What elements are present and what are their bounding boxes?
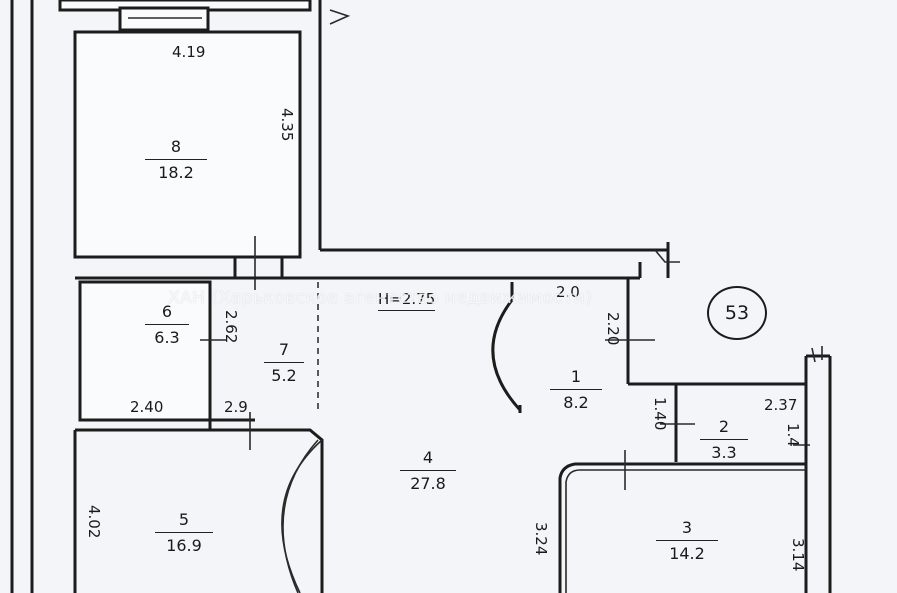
room-4-label: 4 27.8 [400,448,456,493]
dim-room6-height: 2.62 [222,310,240,344]
dim-room6-width: 2.40 [130,398,164,416]
dim-room1-width: 2.0 [556,283,580,301]
dim-room1-height: 2.20 [604,312,622,346]
room-5-label: 5 16.9 [155,510,213,555]
dim-room3-height-right: 3.14 [789,538,807,572]
room-1-number: 1 [550,367,602,390]
room-2-number: 2 [700,417,748,440]
room-4-area: 27.8 [410,474,446,493]
dim-room2-height-right: 1.4 [784,423,802,447]
dim-room7-width: 2.9 [224,398,248,416]
room-6-label: 6 6.3 [145,302,189,347]
apartment-number: 53 [724,302,750,324]
room-8-number: 8 [145,137,207,160]
dim-room8-width: 4.19 [172,43,206,61]
room-6-outline [78,280,212,422]
dim-room3-height-left: 3.24 [532,522,550,556]
room-2-label: 2 3.3 [700,417,748,462]
room-2-area: 3.3 [711,443,737,462]
room-6-number: 6 [145,302,189,325]
room-6-area: 6.3 [154,328,180,347]
apartment-number-circle: 53 [707,286,767,340]
room-7-label: 7 5.2 [264,340,304,385]
dim-room8-length: 4.35 [278,108,296,142]
dim-room2-width: 2.37 [764,396,798,414]
room-1-area: 8.2 [563,393,589,412]
dim-room5-height: 4.02 [85,505,103,539]
room-3-area: 14.2 [669,544,705,563]
room-5-number: 5 [155,510,213,533]
room-8-outline [73,30,302,259]
room-3-label: 3 14.2 [656,518,718,563]
room-8-area: 18.2 [158,163,194,182]
room-7-area: 5.2 [271,366,297,385]
room-7-number: 7 [264,340,304,363]
dim-room2-height-left: 1.40 [651,397,669,431]
room-3-number: 3 [656,518,718,541]
room-1-label: 1 8.2 [550,367,602,412]
agency-watermark: ХАН (Харьковское агентство недвижимости) [168,288,593,308]
room-8-label: 8 18.2 [145,137,207,182]
room-5-area: 16.9 [166,536,202,555]
ceiling-height-note: H=2.75 [378,290,436,311]
room-4-number: 4 [400,448,456,471]
